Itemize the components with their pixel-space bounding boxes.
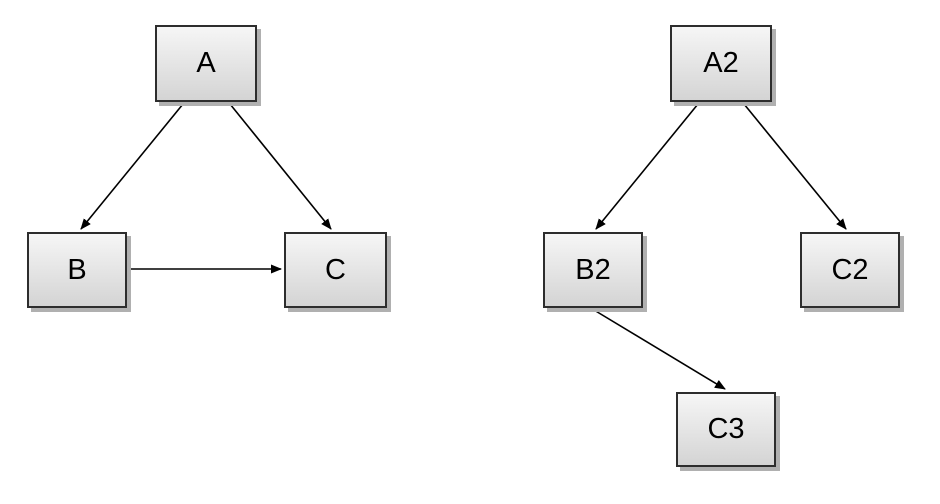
edge-A2-to-C2 [743,103,847,230]
node-C2[interactable]: C2 [800,232,900,308]
edge-A-to-C [229,103,332,230]
edge-B2-to-C3 [593,309,726,390]
node-label: C2 [831,253,869,286]
node-label: A [196,47,216,79]
node-label: C [325,253,346,286]
node-A[interactable]: A [155,25,257,102]
node-label: A2 [703,47,739,79]
node-B[interactable]: B [27,232,127,308]
node-label: B [67,253,87,286]
node-C3[interactable]: C3 [676,392,776,467]
node-label: B2 [575,253,611,286]
node-A2[interactable]: A2 [670,25,772,102]
edge-A2-to-B2 [595,103,699,230]
edge-A-to-B [80,103,184,230]
node-B2[interactable]: B2 [543,232,643,308]
node-C[interactable]: C [284,232,387,308]
node-label: C3 [707,413,745,445]
